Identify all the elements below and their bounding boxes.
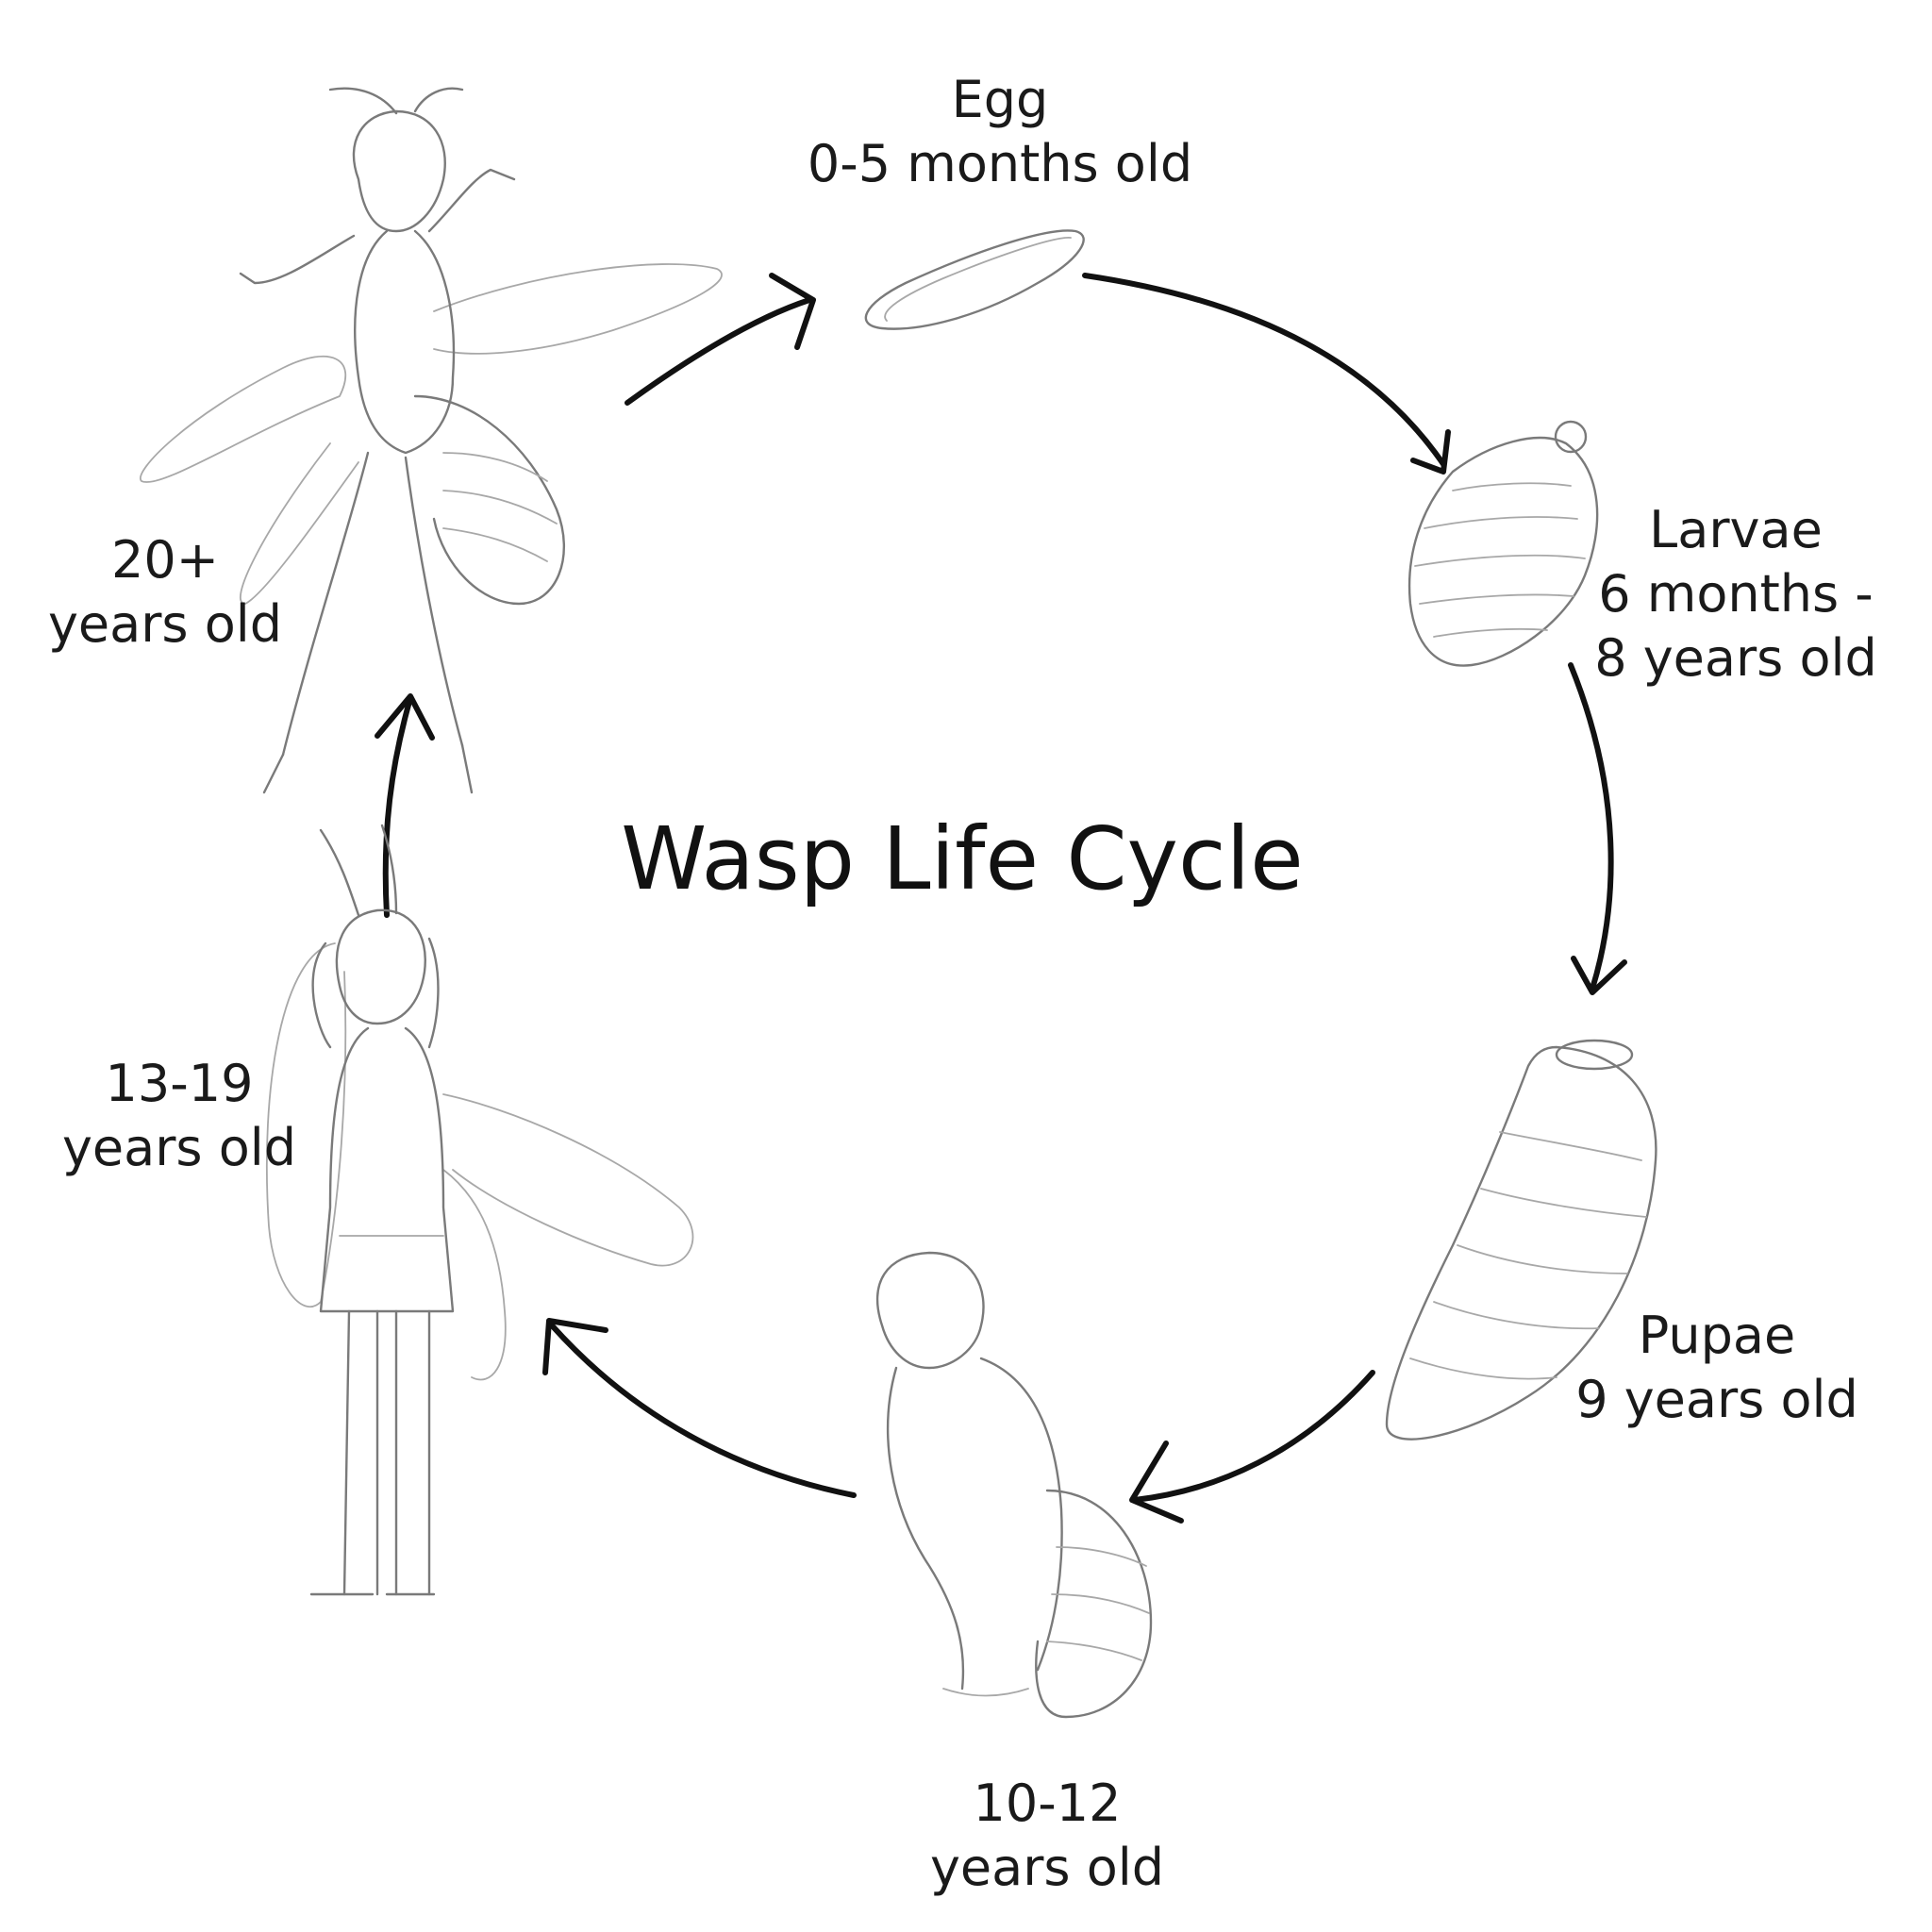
cycle-arrow-stage-13-19-to-stage-20-plus — [375, 693, 435, 918]
stage-label-20-plus: 20+ years old — [38, 528, 292, 657]
stage-label-larvae: Larvae 6 months - 8 years old — [1594, 498, 1877, 691]
larvae-illustration — [1407, 420, 1599, 667]
stage-13-19-illustration — [265, 824, 694, 1596]
stage-label-line: 13-19 — [105, 1054, 254, 1113]
stage-label-egg: Egg 0-5 months old — [783, 68, 1217, 196]
stage-label-line: years old — [47, 594, 283, 654]
stage-20-plus-illustration — [140, 87, 723, 794]
stage-label-line: 0-5 months old — [807, 134, 1193, 193]
stage-label-line: Pupae — [1638, 1306, 1796, 1365]
pupae-illustration — [1385, 1039, 1657, 1441]
stage-label-10-12: 10-12 years old — [906, 1772, 1189, 1900]
stage-label-line: Larvae — [1649, 500, 1823, 559]
stage-label-line: years old — [61, 1118, 297, 1177]
stage-label-line: 8 years old — [1594, 628, 1877, 688]
stage-label-13-19: 13-19 years old — [52, 1052, 307, 1180]
cycle-arrow-stage-10-12-to-stage-13-19 — [542, 1318, 857, 1498]
cycle-arrow-egg-to-larvae — [1082, 273, 1451, 475]
cycle-arrow-larvae-to-pupae — [1568, 662, 1627, 995]
stage-label-line: 10-12 — [973, 1774, 1122, 1833]
diagram-title: Wasp Life Cycle — [621, 808, 1304, 909]
stage-label-line: Egg — [951, 70, 1049, 129]
stage-label-line: years old — [929, 1838, 1165, 1897]
stage-label-line: 6 months - — [1598, 564, 1874, 624]
cycle-arrow-stage-20-plus-to-egg — [625, 273, 816, 406]
stage-10-12-illustration — [875, 1251, 1153, 1719]
cycle-arrow-pupae-to-stage-10-12 — [1129, 1370, 1375, 1524]
stage-label-pupae: Pupae 9 years old — [1566, 1304, 1868, 1432]
egg-illustration — [864, 229, 1085, 330]
stage-label-line: 9 years old — [1575, 1370, 1858, 1429]
stage-label-line: 20+ — [111, 530, 219, 590]
